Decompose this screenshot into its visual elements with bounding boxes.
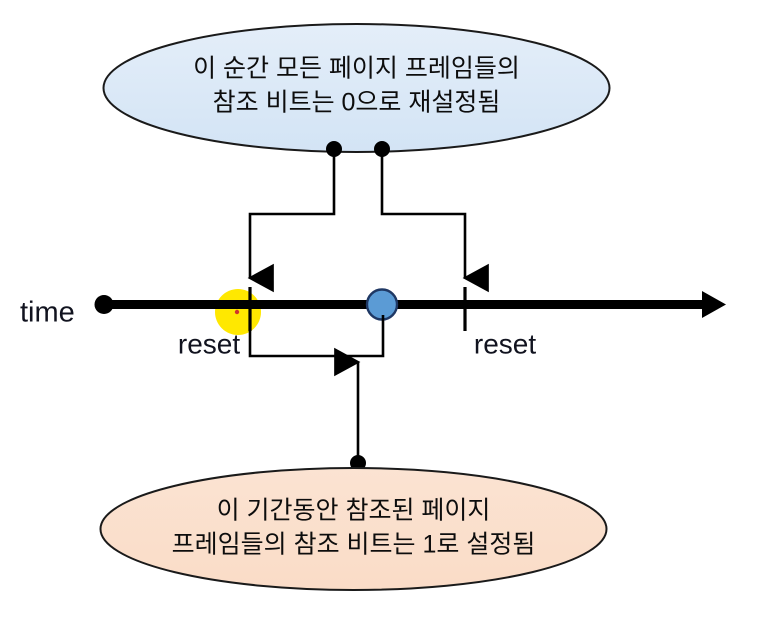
period-span-bracket <box>248 315 385 358</box>
yellow-period-center-dot <box>234 309 240 315</box>
timeline-arrow-head <box>702 291 726 318</box>
reset-callout-line-2: 참조 비트는 0으로 재설정됨 <box>213 89 501 117</box>
callout-anchor-dot-right <box>374 141 390 157</box>
callout-anchor-dot-bottom <box>350 455 366 471</box>
set-callout-line-1: 이 기간동안 참조된 페이지 <box>217 497 491 525</box>
reset-label-first: reset <box>178 328 240 359</box>
set-callout-line-2: 프레임들의 참조 비트는 1로 설정됨 <box>172 531 536 559</box>
timeline-axis-label: time <box>20 297 75 329</box>
connector-right-branch <box>380 149 489 293</box>
callout-anchor-dot-left <box>326 141 342 157</box>
reference-bit-set-callout-shape <box>99 467 608 591</box>
timeline-start-dot <box>94 295 114 314</box>
reference-bit-reset-callout-shape <box>102 23 611 153</box>
connector-left-branch <box>247 149 336 293</box>
reset-callout-line-1: 이 순간 모든 페이지 프레임들의 <box>193 55 520 83</box>
reset-label-second: reset <box>474 328 536 359</box>
